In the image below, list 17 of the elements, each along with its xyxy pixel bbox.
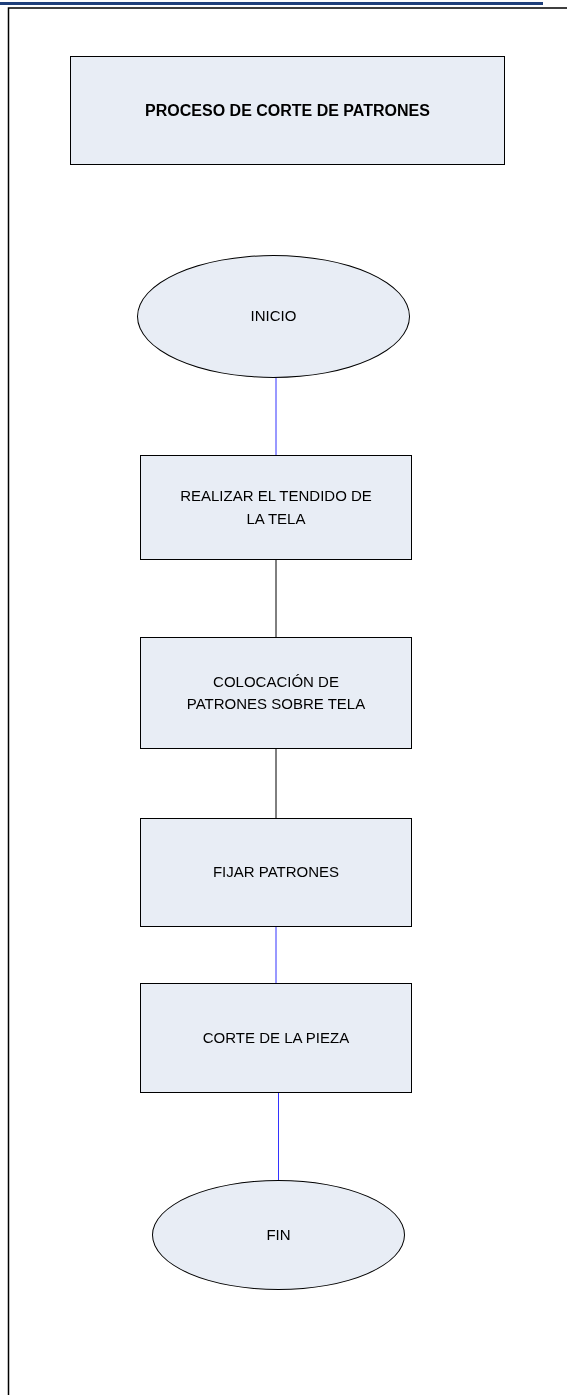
- step-label: CORTE DE LA PIEZA: [202, 1027, 350, 1048]
- connector-line: [278, 1092, 279, 1181]
- connector-line: [275, 377, 277, 456]
- connector-line: [275, 926, 277, 984]
- step-label: INICIO: [250, 306, 297, 327]
- step-label: REALIZAR EL TENDIDO DE LA TELA: [179, 486, 373, 529]
- step-label: FIJAR PATRONES: [212, 862, 340, 883]
- process-box: [140, 637, 412, 749]
- process-box: [140, 983, 412, 1093]
- title-box: [70, 56, 505, 165]
- connector-line: [275, 559, 277, 638]
- step-label: COLOCACIÓN DE PATRONES SOBRE TELA: [185, 671, 367, 714]
- process-box: [140, 818, 412, 927]
- title-text: PROCESO DE CORTE DE PATRONES: [145, 100, 430, 121]
- process-box: [140, 455, 412, 560]
- connector-line: [275, 748, 277, 819]
- step-label: FIN: [266, 1224, 291, 1245]
